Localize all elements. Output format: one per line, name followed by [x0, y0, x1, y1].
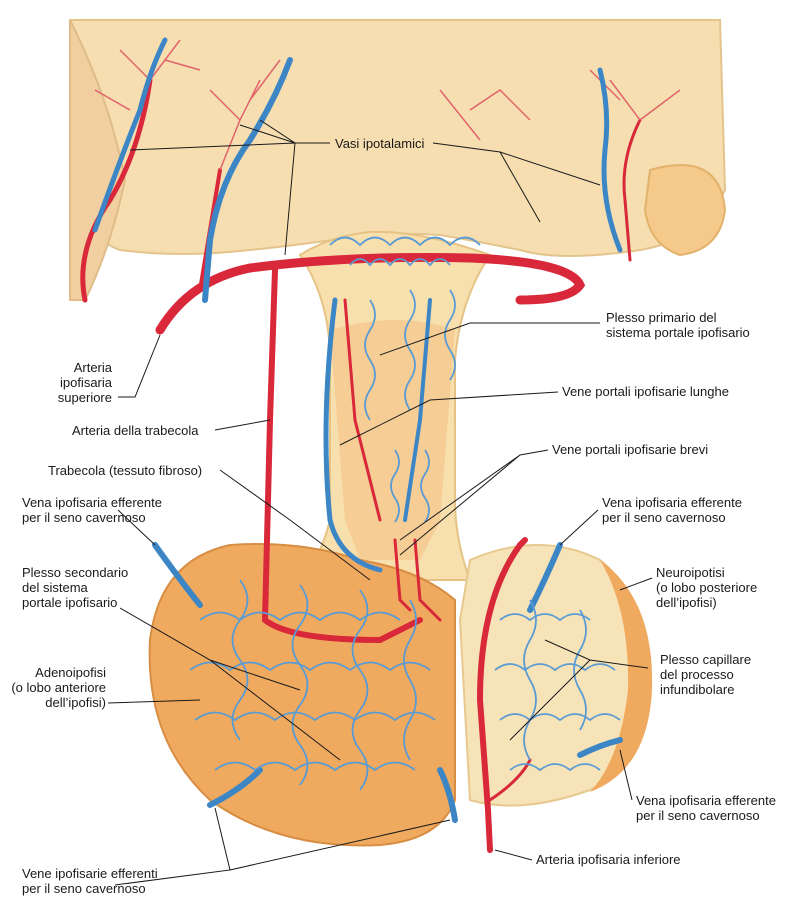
leader-lines — [107, 119, 653, 886]
label-vene-portali-lunghe: Vene portali ipofisarie lunghe — [562, 384, 729, 399]
superior-arteries — [80, 77, 642, 853]
posterior-lobe-rim — [590, 560, 653, 792]
label-arteria-trabecola: Arteria della trabecola — [72, 423, 199, 438]
veins — [92, 37, 623, 823]
label-arteria-inferiore: Arteria ipofisaria inferiore — [536, 852, 681, 867]
left-brain-lobe — [69, 19, 127, 301]
label-vene-portali-brevi: Vene portali ipofisarie brevi — [552, 442, 709, 457]
label-plesso-secondario: Plesso secondario del sistema portale ip… — [22, 565, 129, 610]
capillary-plexus-meshes — [189, 236, 621, 791]
label-vene-efferenti-bottom: Vene ipofisarie efferenti per il seno ca… — [22, 866, 158, 896]
label-neuroipofisi: Neuroipotisi (o lobo posteriore dell’ipo… — [656, 565, 758, 610]
label-vena-efferente-left: Vena ipofisaria efferente per il seno ca… — [22, 495, 162, 525]
label-vasi-ipotalamici: Vasi ipotalamici — [335, 136, 425, 151]
hypothalamic-arteriole-branches — [94, 39, 681, 171]
label-adenoipofisi: Adenoipofisi (o lobo anteriore dell’ipof… — [11, 665, 106, 710]
label-plesso-capillare: Plesso capillare del processo infundibol… — [660, 652, 752, 697]
label-arteria-ipofisaria-superiore: Arteria ipofisaria superiore — [57, 360, 112, 405]
mammillary-body — [643, 164, 727, 257]
label-vena-efferente-right-bottom: Vena ipofisaria efferente per il seno ca… — [636, 793, 776, 823]
label-vena-efferente-right-top: Vena ipofisaria efferente per il seno ca… — [602, 495, 742, 525]
label-trabecola: Trabecola (tessuto fibroso) — [48, 463, 203, 478]
label-plesso-primario: Plesso primario del sistema portale ipof… — [606, 310, 750, 340]
